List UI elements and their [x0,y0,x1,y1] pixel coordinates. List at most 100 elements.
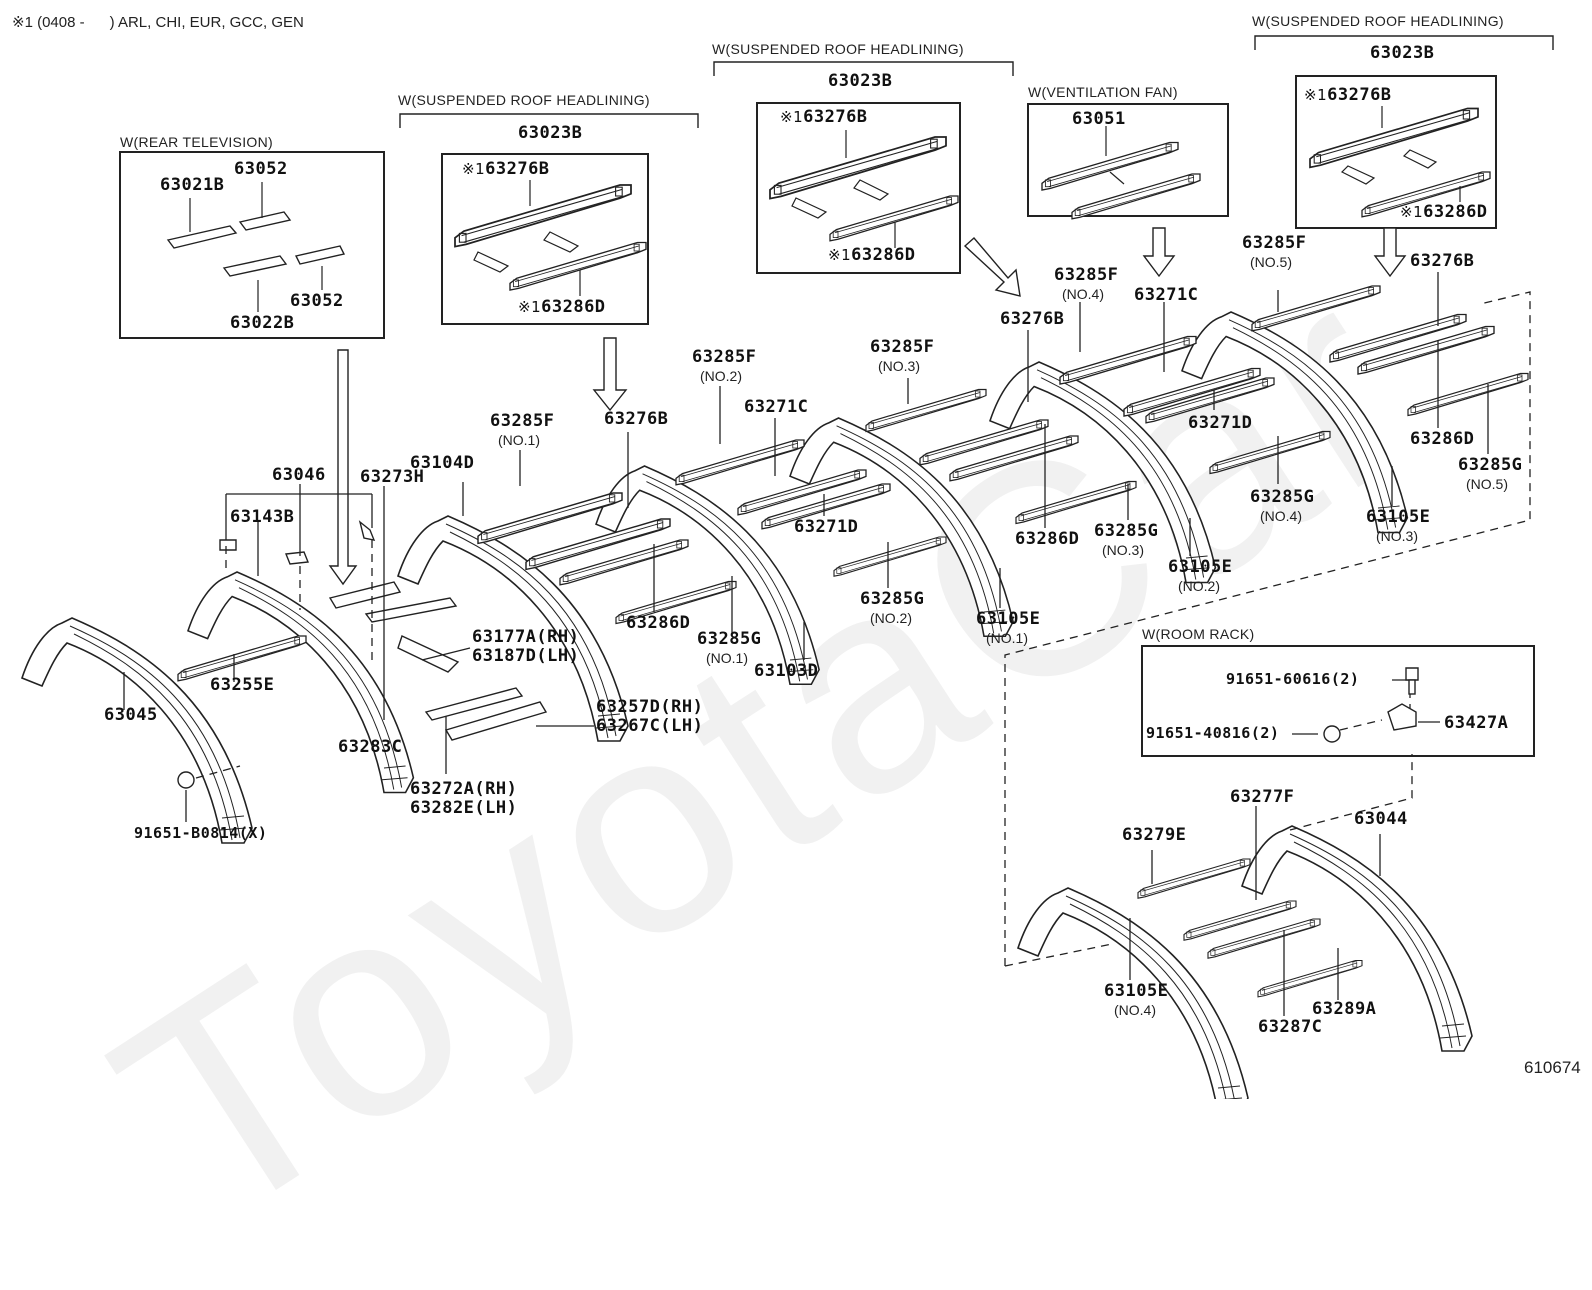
part-label[interactable]: 63285G [1250,487,1315,507]
part-label[interactable]: 63285G [697,629,762,649]
part-label[interactable]: 63271C [744,397,809,417]
part-label[interactable]: 63283C [338,737,403,757]
position-note: (NO.3) [1102,542,1144,558]
part-label[interactable]: 63105E [976,609,1041,629]
note-mark: ※1 [780,108,804,126]
group-title-headlining-1: W(SUSPENDED ROOF HEADLINING) [398,92,650,108]
part-number: 63276B [803,107,868,127]
parts-diagram-drawing [21,35,1554,1099]
note-symbol: ※1 [12,14,33,31]
assembly-label[interactable]: 63023B [518,123,583,143]
part-label[interactable]: 63257D(RH) [596,697,704,717]
part-label[interactable]: 63286D [626,613,691,633]
part-label[interactable]: 63287C [1258,1017,1323,1037]
part-label[interactable]: 63052 [290,291,344,311]
part-label[interactable]: 63045 [104,705,158,725]
part-label[interactable]: 63046 [272,465,326,485]
group-title-headlining-2: W(SUSPENDED ROOF HEADLINING) [712,41,964,57]
part-label[interactable]: 63272A(RH) [410,779,518,799]
part-label[interactable]: 63271D [794,517,859,537]
part-number: 63276B [1327,85,1392,105]
assembly-label[interactable]: 63023B [828,71,893,91]
part-label[interactable]: 63276B [1000,309,1065,329]
part-label[interactable]: 63279E [1122,825,1187,845]
part-label-pair: 63257D(RH) 63267C(LH) [596,698,703,736]
part-label[interactable]: 63285G [1094,521,1159,541]
part-label-pair: 63177A(RH) 63187D(LH) [472,628,579,666]
part-label[interactable]: 63103D [754,661,819,681]
part-label[interactable]: 91651-60616(2) [1226,670,1360,688]
part-label-pair: 63272A(RH) 63282E(LH) [410,780,517,818]
position-note: (NO.1) [498,432,540,448]
note-range: (0408 - ) [37,14,115,31]
note-mark: ※1 [828,246,852,264]
part-number: 63276B [485,159,550,179]
part-label[interactable]: 63285G [860,589,925,609]
part-label[interactable]: 63285F [870,337,935,357]
part-label[interactable]: ※163276B [462,160,550,179]
position-note: (NO.5) [1466,476,1508,492]
applicability-note: ※1 (0408 - ) ARL, CHI, EUR, GCC, GEN [12,14,304,32]
group-title-vent-fan: W(VENTILATION FAN) [1028,84,1178,100]
part-label[interactable]: 91651-B0814(X) [134,824,268,842]
part-label[interactable]: 63104D [410,453,475,473]
position-note: (NO.2) [1178,578,1220,594]
part-label[interactable]: 63285F [490,411,555,431]
part-label[interactable]: 63022B [230,313,295,333]
part-label[interactable]: ※163286D [828,246,916,265]
part-label[interactable]: 63271C [1134,285,1199,305]
position-note: (NO.1) [986,630,1028,646]
part-label[interactable]: ※163276B [1304,86,1392,105]
position-note: (NO.3) [1376,528,1418,544]
position-note: (NO.1) [706,650,748,666]
part-label[interactable]: 63286D [1015,529,1080,549]
part-label[interactable]: 63021B [160,175,225,195]
position-note: (NO.4) [1114,1002,1156,1018]
part-label[interactable]: 63285G [1458,455,1523,475]
position-note: (NO.4) [1260,508,1302,524]
part-label[interactable]: 63267C(LH) [596,716,704,736]
note-markets: ARL, CHI, EUR, GCC, GEN [117,14,304,31]
part-label[interactable]: 63052 [234,159,288,179]
figure-number: 610674 [1524,1058,1581,1077]
part-label[interactable]: 63286D [1410,429,1475,449]
part-label[interactable]: 63044 [1354,809,1408,829]
part-label[interactable]: 63271D [1188,413,1253,433]
part-label[interactable]: 63276B [604,409,669,429]
group-title-headlining-3: W(SUSPENDED ROOF HEADLINING) [1252,13,1504,29]
note-mark: ※1 [1304,86,1328,104]
part-label[interactable]: 63277F [1230,787,1295,807]
note-mark: ※1 [462,160,486,178]
group-title-room-rack: W(ROOM RACK) [1142,626,1255,642]
part-label[interactable]: 63282E(LH) [410,798,518,818]
part-label[interactable]: 63289A [1312,999,1377,1019]
part-label[interactable]: 63187D(LH) [472,646,580,666]
part-label[interactable]: 63105E [1366,507,1431,527]
part-label[interactable]: 63427A [1444,713,1509,733]
part-label[interactable]: 63285F [692,347,757,367]
part-label[interactable]: 63273H [360,467,425,487]
part-label[interactable]: 63285F [1242,233,1307,253]
position-note: (NO.5) [1250,254,1292,270]
note-mark: ※1 [518,298,542,316]
assembly-label[interactable]: 63023B [1370,43,1435,63]
part-number: 63286D [541,297,606,317]
group-title-rear-tv: W(REAR TELEVISION) [120,134,273,150]
part-label[interactable]: 63285F [1054,265,1119,285]
part-label[interactable]: ※163286D [1400,203,1488,222]
note-mark: ※1 [1400,203,1424,221]
part-label[interactable]: 91651-40816(2) [1146,724,1280,742]
part-label[interactable]: ※163276B [780,108,868,127]
position-note: (NO.2) [700,368,742,384]
part-label[interactable]: 63051 [1072,109,1126,129]
position-note: (NO.4) [1062,286,1104,302]
part-label[interactable]: 63177A(RH) [472,627,580,647]
part-label[interactable]: 63105E [1104,981,1169,1001]
part-label[interactable]: 63276B [1410,251,1475,271]
part-label[interactable]: ※163286D [518,298,606,317]
position-note: (NO.3) [878,358,920,374]
part-label[interactable]: 63105E [1168,557,1233,577]
part-label[interactable]: 63255E [210,675,275,695]
part-label[interactable]: 63143B [230,507,295,527]
part-number: 63286D [1423,202,1488,222]
